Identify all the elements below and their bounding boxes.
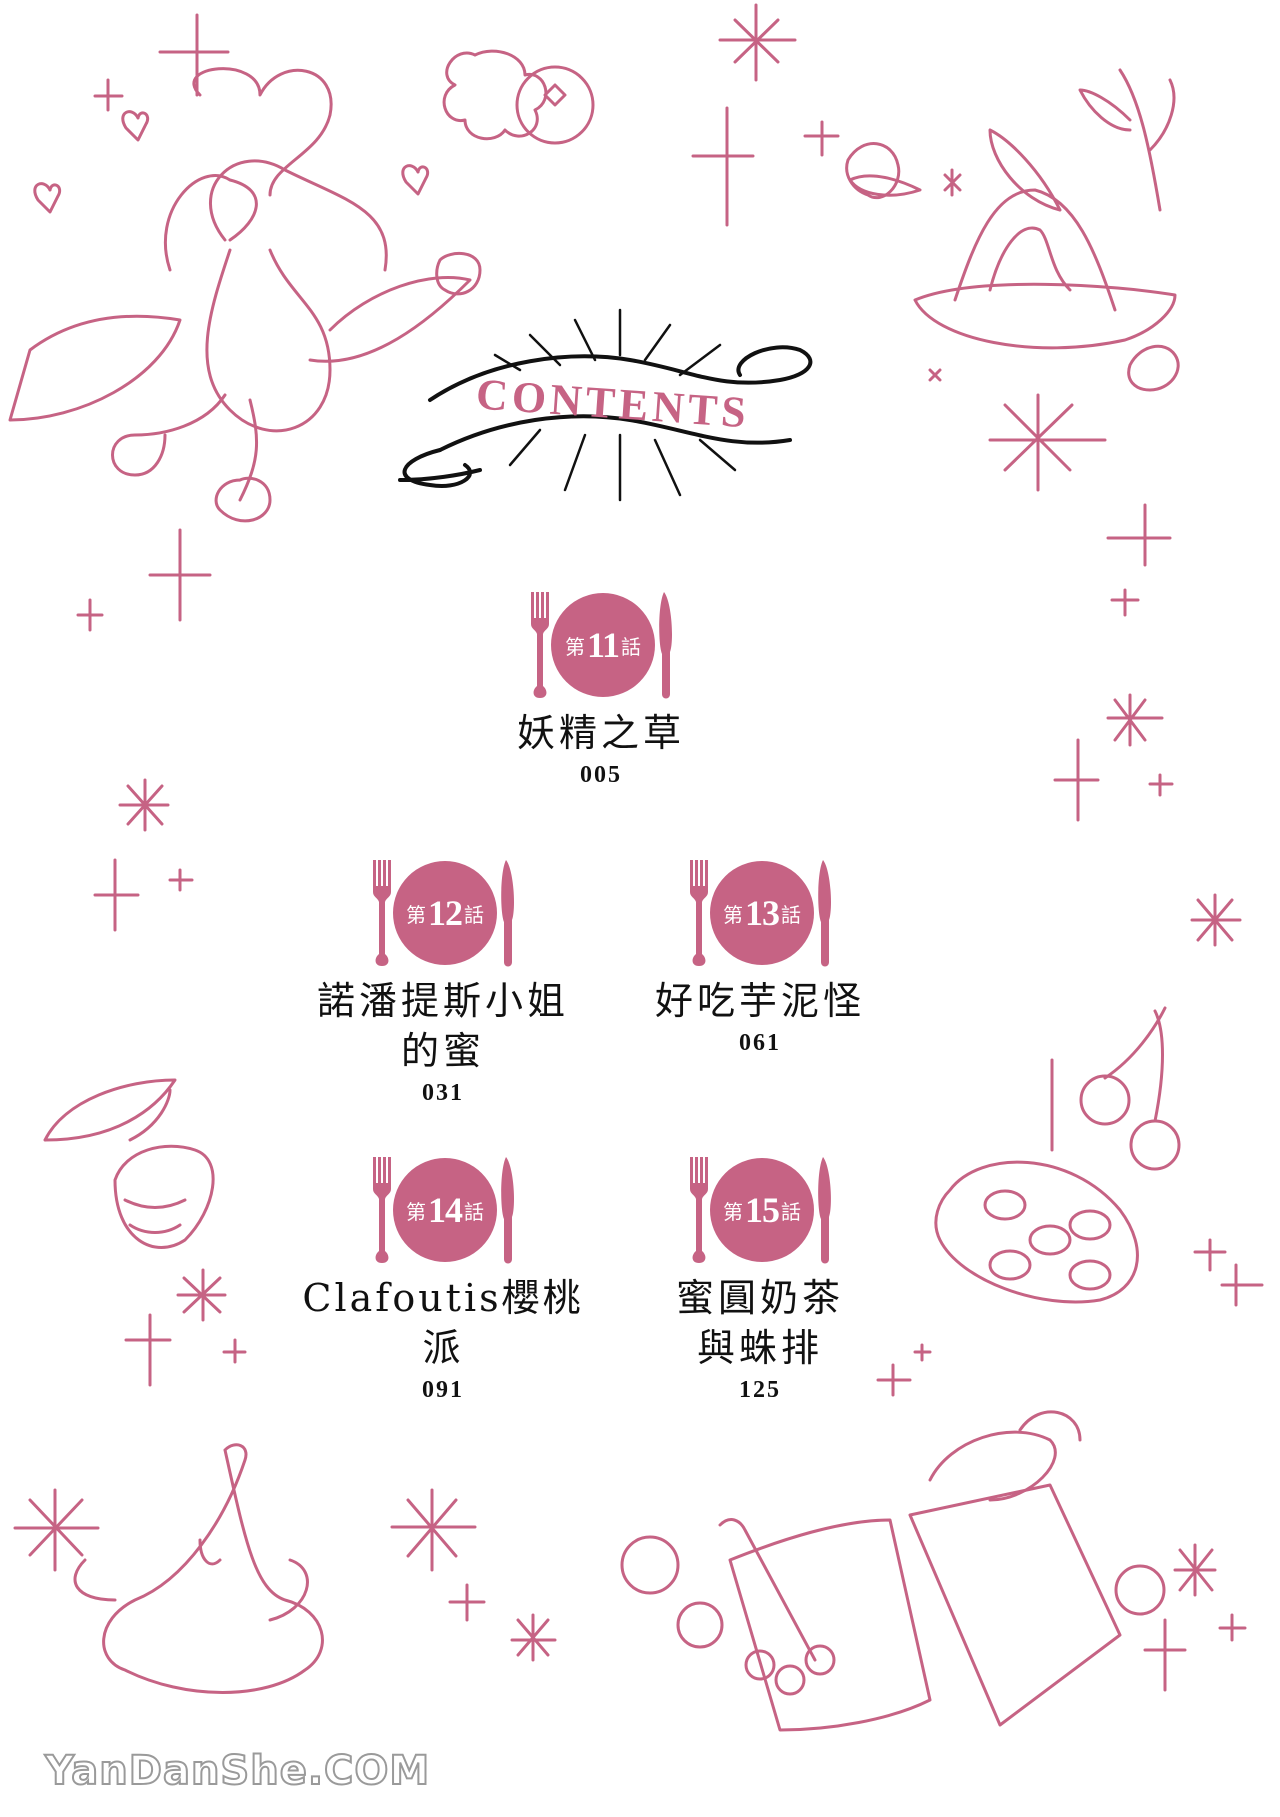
chapter-number: 12: [428, 893, 463, 933]
chapter-title[interactable]: Clafoutis櫻桃派: [302, 1276, 584, 1370]
chapter-entry-11[interactable]: 第 11 話 妖精之草 005: [441, 590, 761, 789]
shaved-ice-illustration: [845, 68, 1180, 392]
taro-monster-illustration: [73, 1443, 324, 1694]
banner-ribbon-icon: [398, 308, 813, 502]
page-number: 031: [422, 1080, 464, 1106]
chapter-title[interactable]: 諾潘提斯小姐 的蜜: [316, 979, 569, 1073]
chapter-entry-15[interactable]: 第 15 話 蜜圓奶茶 與蛛排 125: [600, 1155, 920, 1404]
chapter-number: 13: [745, 893, 780, 933]
berries-illustration: [442, 49, 595, 145]
chapter-title[interactable]: 蜜圓奶茶 與蛛排: [675, 1276, 844, 1370]
chapter-entry-13[interactable]: 第 13 話 好吃芋泥怪 061: [600, 858, 920, 1057]
bubble-tea-illustration: [620, 1518, 932, 1732]
fork-plate-knife-icon: 第 11 話: [521, 590, 681, 700]
beet-illustration: [43, 1078, 215, 1249]
chapter-number-label: 第 15 話: [723, 1190, 801, 1230]
watermark: YanDanShe.COM: [44, 1747, 431, 1795]
chapter-number: 11: [586, 625, 620, 665]
clafoutis-tart-illustration: [934, 1160, 1139, 1304]
page-number: 005: [580, 762, 622, 788]
fork-plate-knife-icon: 第 12 話: [363, 858, 523, 968]
chapter-number-label: 第 14 話: [406, 1190, 484, 1230]
page-number: 061: [739, 1030, 781, 1056]
fork-plate-knife-icon: 第 15 話: [680, 1155, 840, 1265]
contents-banner: CONTENTS: [380, 300, 840, 530]
chapter-entry-14[interactable]: 第 14 話 Clafoutis櫻桃派 091: [283, 1155, 603, 1404]
chapter-entry-12[interactable]: 第 12 話 諾潘提斯小姐 的蜜 031: [283, 858, 603, 1107]
chapter-number: 14: [428, 1190, 463, 1230]
sparkle-icon: [13, 3, 1264, 1692]
chapter-number-label: 第 13 話: [723, 893, 801, 933]
chapter-number-label: 第 11 話: [564, 625, 641, 665]
page-number: 125: [739, 1377, 781, 1403]
fork-plate-knife-icon: 第 13 話: [680, 858, 840, 968]
heart-icon: [33, 110, 430, 214]
page-number: 091: [422, 1377, 464, 1403]
fork-plate-knife-icon: 第 14 話: [363, 1155, 523, 1265]
cherries-illustration: [1079, 1006, 1181, 1171]
fries-illustration: [908, 1410, 1166, 1727]
chapter-number-label: 第 12 話: [406, 893, 484, 933]
chapter-title[interactable]: 好吃芋泥怪: [654, 979, 865, 1023]
chapter-number: 15: [745, 1190, 780, 1230]
chapter-title[interactable]: 妖精之草: [516, 711, 685, 755]
